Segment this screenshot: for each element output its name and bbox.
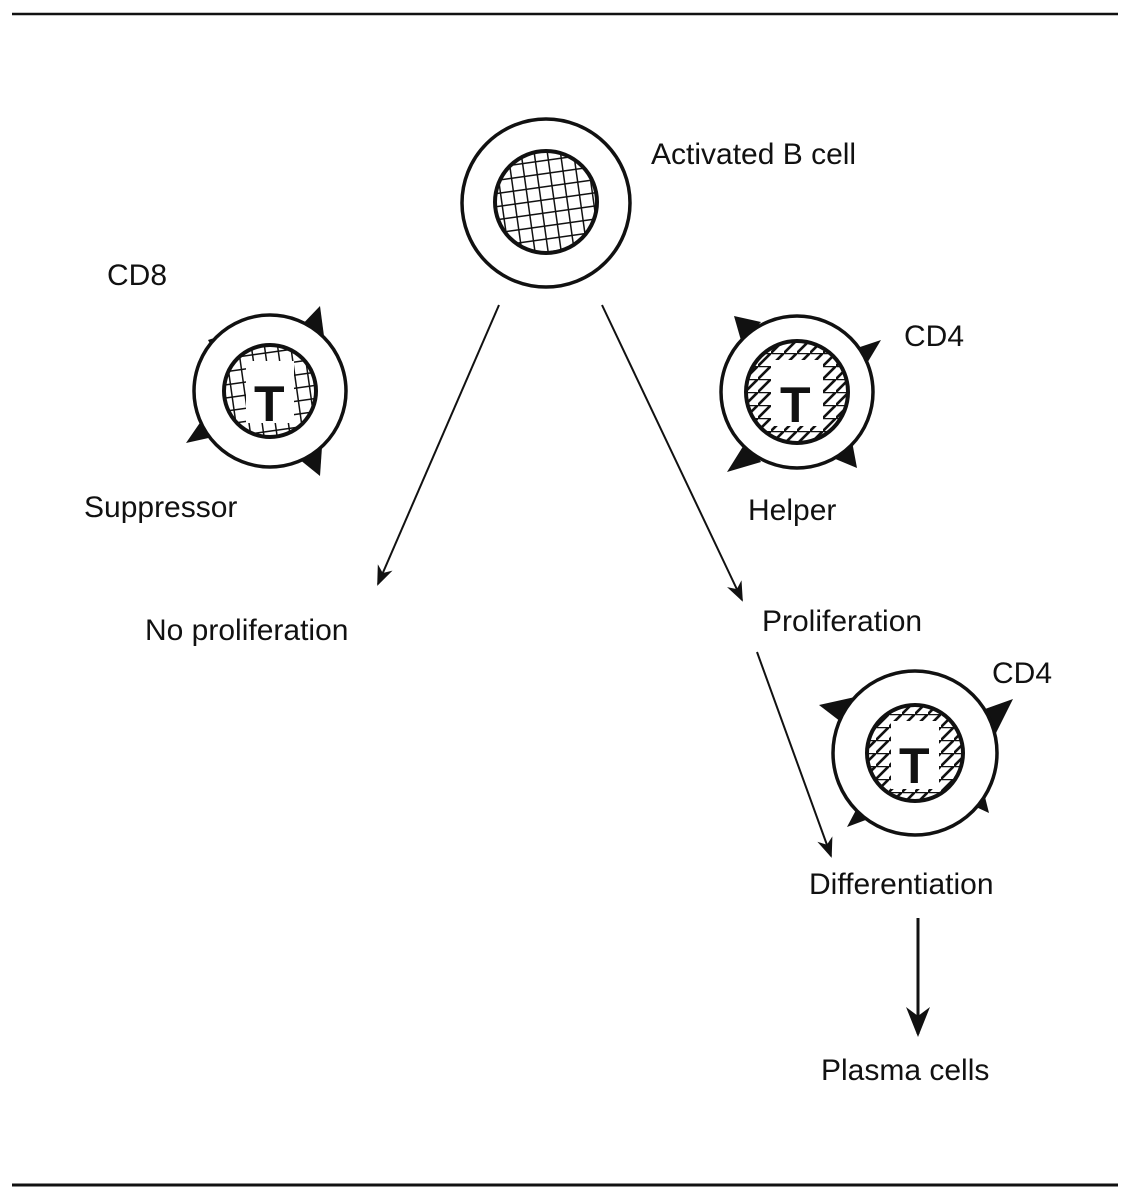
plasma-cells-label: Plasma cells (821, 1054, 989, 1087)
suppressor-t-cell-icon: T (186, 306, 348, 476)
t-letter: T (780, 377, 811, 433)
cd4-marker-label-2: CD4 (992, 657, 1052, 690)
helper-t-cell-icon: T (719, 314, 881, 472)
cd4-marker-label: CD4 (904, 320, 964, 353)
b-cell-icon (460, 117, 632, 289)
t-letter: T (254, 376, 285, 432)
helper-label: Helper (748, 494, 836, 527)
arrow-to-proliferation (601, 304, 743, 602)
helper-t-cell-2-icon: T (819, 669, 1013, 837)
arrow-to-differentiation (756, 651, 833, 858)
cd8-marker-label: CD8 (107, 259, 167, 292)
arrow-to-no-proliferation (377, 304, 500, 586)
t-letter: T (899, 738, 930, 794)
differentiation-label: Differentiation (809, 868, 994, 901)
suppressor-label: Suppressor (84, 491, 237, 524)
proliferation-label: Proliferation (762, 605, 922, 638)
no-proliferation-label: No proliferation (145, 614, 348, 647)
b-cell-label: Activated B cell (651, 138, 856, 171)
